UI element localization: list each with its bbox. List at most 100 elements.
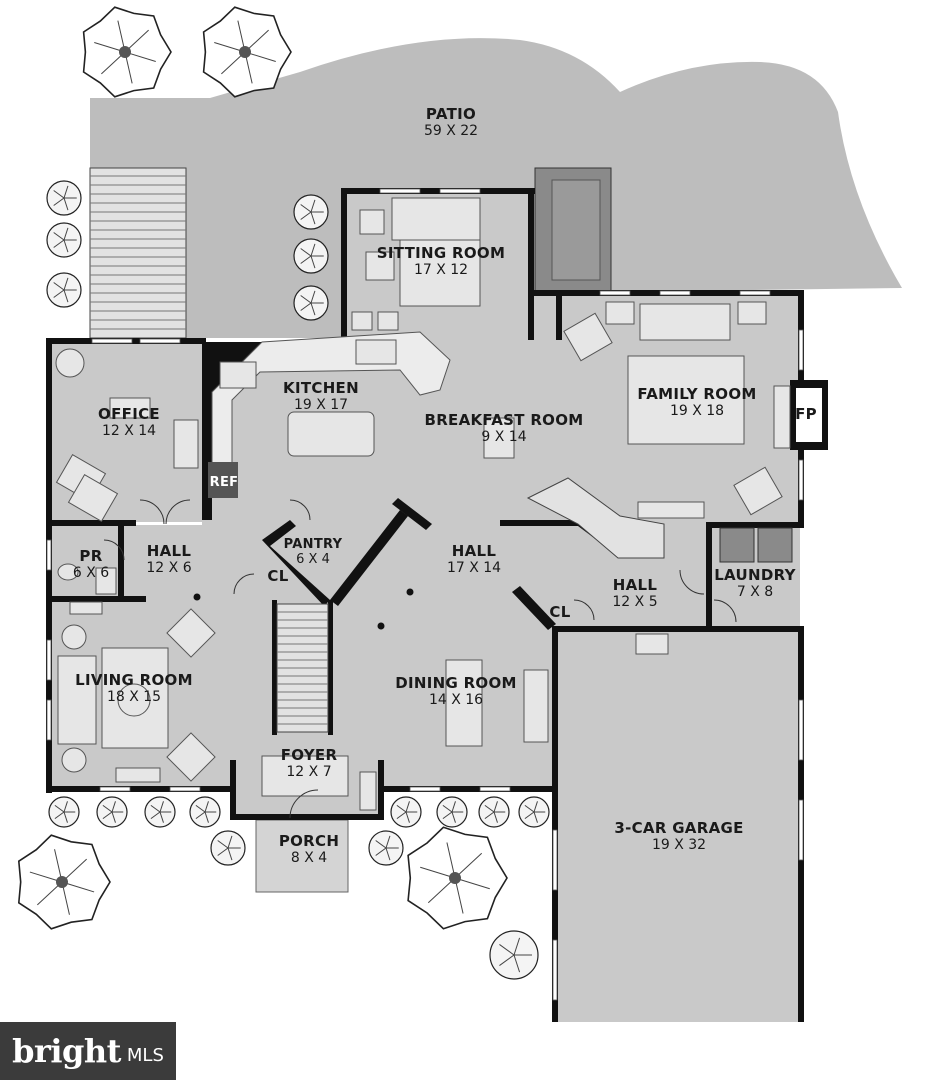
garage-steps (635, 633, 669, 655)
shrub (189, 796, 221, 828)
patio-dims: 59 X 22 (424, 123, 478, 139)
shrub (46, 222, 82, 258)
tree (17, 834, 111, 930)
shrub (144, 796, 176, 828)
landscape-trees (17, 6, 508, 930)
refrigerator (208, 462, 238, 498)
office-cabinet (173, 419, 199, 469)
living-console (115, 767, 161, 783)
family-end-table-2 (737, 301, 767, 325)
sitting-room-label: SITTING ROOM (377, 244, 505, 262)
kitchen-label: KITCHEN (283, 379, 359, 397)
landscape-shrubs (46, 180, 550, 980)
patio-label: PATIO (426, 105, 476, 123)
shrub (46, 180, 82, 216)
closet-east-label: CL (549, 603, 570, 621)
porch-floor (255, 819, 349, 893)
toilet (57, 563, 79, 581)
porch-label: PORCH (279, 832, 339, 850)
garage-floor (557, 632, 801, 1022)
living-armchair-2 (166, 732, 216, 782)
patio-stairs-east (534, 167, 612, 293)
living-lamp-2 (61, 747, 87, 773)
hall-east-dims: 12 X 5 (612, 594, 657, 610)
porch-dims: 8 X 4 (291, 850, 327, 866)
pantry-dims: 6 X 4 (296, 552, 330, 567)
office-armchair-2 (67, 473, 119, 523)
dining-room-dims: 14 X 16 (429, 692, 483, 708)
shrub (489, 930, 539, 980)
kitchen-sink (355, 339, 397, 365)
office-label: OFFICE (98, 405, 160, 423)
dryer (757, 527, 793, 563)
living-sofa (57, 655, 97, 745)
bar-stool-1 (351, 311, 373, 331)
kitchen-island (287, 411, 375, 457)
doors (103, 499, 737, 819)
office-dims: 12 X 14 (102, 423, 156, 439)
garage-dims: 19 X 32 (652, 837, 706, 853)
main-stairs (276, 603, 329, 733)
foyer-dims: 12 X 7 (286, 764, 331, 780)
windows (46, 188, 804, 1001)
bar-stool-2 (377, 311, 399, 331)
office-desk (109, 397, 151, 419)
breakfast-table (483, 417, 515, 459)
breakfast-room-label: BREAKFAST ROOM (424, 411, 583, 429)
dining-table (445, 659, 483, 747)
living-armchair-1 (166, 608, 216, 658)
family-rug (627, 355, 745, 445)
living-room-label: LIVING ROOM (75, 671, 193, 689)
watermark-suffix: MLS (126, 1044, 164, 1066)
sitting-sofa (391, 197, 481, 241)
sitting-rug (399, 239, 481, 307)
pr-vanity (95, 567, 117, 595)
fireplace-label: FP (795, 405, 817, 423)
family-room-label: FAMILY ROOM (637, 385, 756, 403)
watermark-brand: bright (12, 1032, 121, 1070)
powder-room-label: PR (79, 547, 102, 565)
hall-center-dims: 17 X 14 (447, 560, 501, 576)
washer (719, 527, 755, 563)
tree (407, 826, 508, 930)
powder-room-dims: 6 X 6 (73, 565, 109, 581)
hearth (773, 385, 791, 449)
shrub (390, 796, 422, 828)
family-armchair-2 (733, 466, 783, 516)
foyer-rug (261, 755, 349, 797)
shrub (48, 796, 80, 828)
foyer-table (359, 771, 377, 811)
family-sofa (639, 303, 731, 341)
laundry-label: LAUNDRY (714, 566, 796, 584)
foyer-label: FOYER (281, 746, 338, 764)
back-stairs (526, 477, 665, 559)
shrub (293, 238, 329, 274)
shrub (293, 194, 329, 230)
tree (82, 6, 172, 98)
sitting-side-table (359, 209, 385, 235)
shrub (46, 272, 82, 308)
hall-west-label: HALL (147, 542, 192, 560)
living-lamp-1 (61, 624, 87, 650)
laundry-dims: 7 X 8 (737, 584, 773, 600)
ceiling-lights (193, 588, 414, 630)
cooktop (219, 361, 257, 389)
living-room-dims: 18 X 15 (107, 689, 161, 705)
tree (202, 6, 292, 98)
kitchen-dims: 19 X 17 (294, 397, 348, 413)
office-plant (55, 348, 85, 378)
family-console (637, 501, 705, 519)
sitting-room-dims: 17 X 12 (414, 262, 468, 278)
hall-east-label: HALL (613, 576, 658, 594)
hall-bench (69, 601, 103, 615)
shrub (436, 796, 468, 828)
garage-label: 3-CAR GARAGE (614, 819, 743, 837)
living-coffee-table (117, 683, 151, 717)
pantry-label: PANTRY (284, 537, 343, 552)
dining-room-label: DINING ROOM (395, 674, 517, 692)
shrub (478, 796, 510, 828)
closet-west-label: CL (267, 567, 288, 585)
hall-center-label: HALL (452, 542, 497, 560)
shrub (210, 830, 246, 866)
family-armchair-1 (563, 312, 613, 362)
